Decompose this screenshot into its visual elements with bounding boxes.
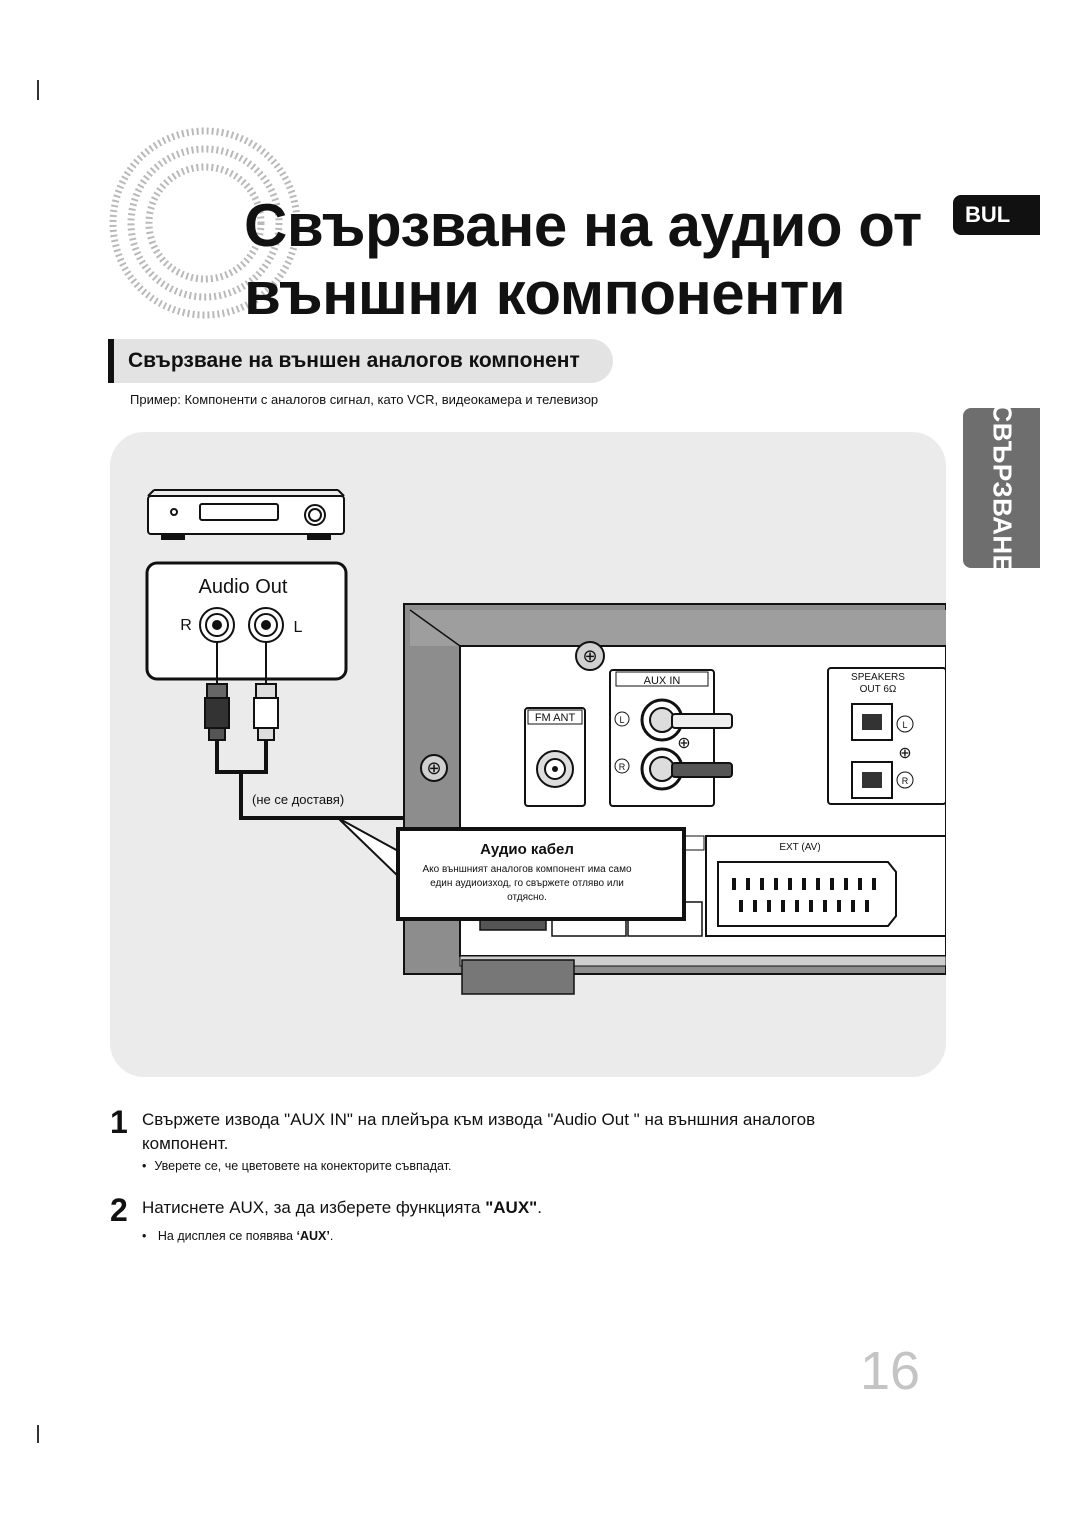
step-2-number: 2 (110, 1192, 128, 1228)
section-heading-text: Свързване на външен аналогов компонент (128, 349, 580, 372)
connection-diagram: Audio Out R L (не се доставя) ⊕ ⊕ (145, 489, 946, 995)
step-2-note-bold: ‘AUX’ (296, 1229, 330, 1243)
callout-line3: отдясно. (507, 892, 547, 903)
aux-in-jacks: AUX IN L R ⊕ (609, 669, 733, 807)
step-2-note: На дисплея се появява ‘AUX’. (142, 1229, 333, 1243)
fm-antenna-jack: FM ANT (524, 707, 586, 807)
binary-circle-decoration (109, 127, 300, 319)
spk-r-label: R (902, 776, 909, 786)
svg-text:⊕: ⊕ (426, 758, 441, 778)
svg-text:⊕: ⊕ (677, 735, 690, 752)
speakers-label-1: SPEAKERS (851, 672, 905, 683)
section-side-tab: СВЪРЗВАНЕ (963, 403, 1040, 573)
page-title-line1: Свързване на аудио от (244, 192, 922, 259)
side-tab-label: СВЪРЗВАНЕ (987, 403, 1017, 573)
audio-cable-callout: Аудио кабел Ако външният аналогов компон… (337, 817, 686, 921)
language-badge: BUL (953, 195, 1040, 235)
step-2-text: Натиснете AUX, за да изберете функцията … (142, 1196, 882, 1220)
page-title-line2: външни компоненти (244, 260, 846, 327)
rca-plug-right (253, 642, 279, 741)
audio-out-l-label: L (294, 619, 303, 636)
audio-out-box (145, 561, 348, 681)
crop-mark-bottom (37, 1425, 39, 1443)
section-heading: Свързване на външен аналогов компонент (108, 339, 613, 383)
svg-text:⊕: ⊕ (582, 646, 597, 666)
step-2-note-start: На дисплея се появява (157, 1229, 297, 1243)
spk-l-label: L (902, 720, 907, 730)
scart-connector: EXT (AV) (705, 835, 946, 937)
speaker-terminals: SPEAKERS OUT 6Ω L R ⊕ (827, 667, 946, 805)
audio-out-jacks (199, 607, 284, 643)
audio-out-label: Audio Out (199, 576, 288, 598)
crop-mark-top (37, 80, 39, 100)
ext-av-label: EXT (AV) (779, 842, 820, 853)
page-number: 16 (860, 1341, 921, 1401)
callout-title: Аудио кабел (480, 841, 574, 858)
step-2-text-start: Натиснете AUX, за да изберете функцията (142, 1198, 486, 1217)
speakers-label-2: OUT 6Ω (860, 684, 897, 695)
rca-plug-left (204, 642, 230, 741)
step-1-line2: компонент. (142, 1134, 229, 1153)
aux-in-label: AUX IN (644, 675, 681, 687)
heading-bar (108, 339, 114, 383)
callout-line2: един аудиоизход, го свържете отляво или (430, 878, 624, 889)
step-1-number: 1 (110, 1104, 128, 1140)
svg-text:⊕: ⊕ (898, 745, 911, 762)
callout-line1: Ако външният аналогов компонент има само (422, 864, 631, 875)
step-1-text: Свържете извода "AUX IN" на плейъра към … (142, 1108, 882, 1156)
audio-out-r-label: R (180, 617, 192, 634)
aux-r-label: R (619, 762, 626, 772)
step-2-note-end: . (329, 1229, 334, 1243)
page-title: Свързване на аудио от външни компоненти (244, 192, 922, 328)
external-component-icon (147, 489, 345, 540)
step-2-text-bold: "AUX" (485, 1198, 538, 1217)
fm-ant-label: FM ANT (535, 712, 576, 724)
aux-l-label: L (619, 715, 624, 725)
step-1-line1: Свържете извода "AUX IN" на плейъра към … (142, 1110, 816, 1129)
example-text: Пример: Компоненти с аналогов сигнал, ка… (130, 392, 599, 407)
step-2-text-end: . (537, 1198, 542, 1217)
not-supplied-label: (не се доставя) (252, 792, 344, 807)
step-1-note: Уверете се, че цветовете на конекторите … (142, 1159, 451, 1173)
